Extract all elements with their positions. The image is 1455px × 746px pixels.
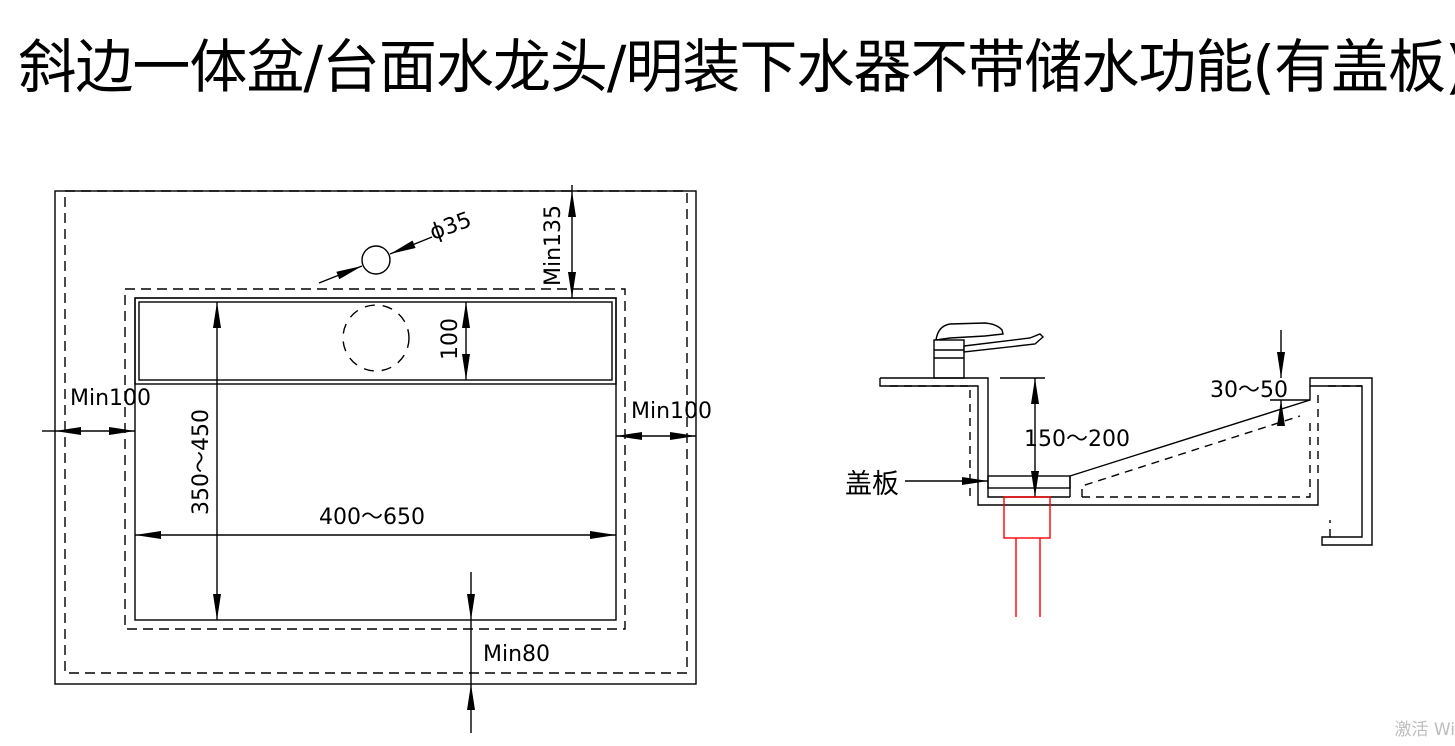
cover-plate-label: 盖板: [845, 469, 899, 500]
countertop-outline: [54, 190, 697, 685]
dim-front-clearance-label: Min80: [483, 642, 550, 667]
dim-slope-label: 30～50: [1210, 378, 1288, 403]
basin-back-dashed: [1082, 420, 1311, 498]
faucet-hole-circle: [361, 245, 391, 275]
countertop-section-dashed: [890, 385, 971, 497]
dim-hole-label: ϕ35: [427, 208, 476, 246]
hole-leader-left: [318, 265, 363, 284]
right-wall: [1309, 377, 1373, 546]
dim-width-label: 400～650: [319, 505, 425, 530]
countertop-dashed-border: [64, 190, 688, 674]
dim-right-clearance-label: Min100: [631, 399, 712, 424]
dim-left-clearance-label: Min100: [70, 386, 151, 411]
drain-pipe: [1003, 496, 1051, 617]
cover-plate: [987, 475, 1071, 489]
dim-top-clearance-label: Min135: [541, 205, 566, 286]
dim-depth-label: 350～450: [189, 409, 214, 515]
sloped-basin-dashed: [1081, 415, 1301, 497]
faucet-icon: [933, 322, 1045, 379]
dim-height-label: 150～200: [1024, 427, 1130, 452]
hole-leader-right: [389, 236, 433, 255]
dim-overflow-label: 100: [438, 318, 463, 360]
right-wall-dashed: [1328, 385, 1362, 537]
overflow-channel-inner: [138, 301, 613, 381]
basin-cutout-dashed: [124, 288, 626, 630]
plan-view: [42, 185, 697, 733]
activation-watermark: 激活 Wi: [1394, 720, 1455, 740]
page-title: 斜边一体盆/台面水龙头/明装下水器不带储水功能(有盖板): [18, 33, 1455, 101]
overflow-channel-outer: [134, 297, 617, 385]
drain-circle-dashed: [342, 304, 410, 372]
